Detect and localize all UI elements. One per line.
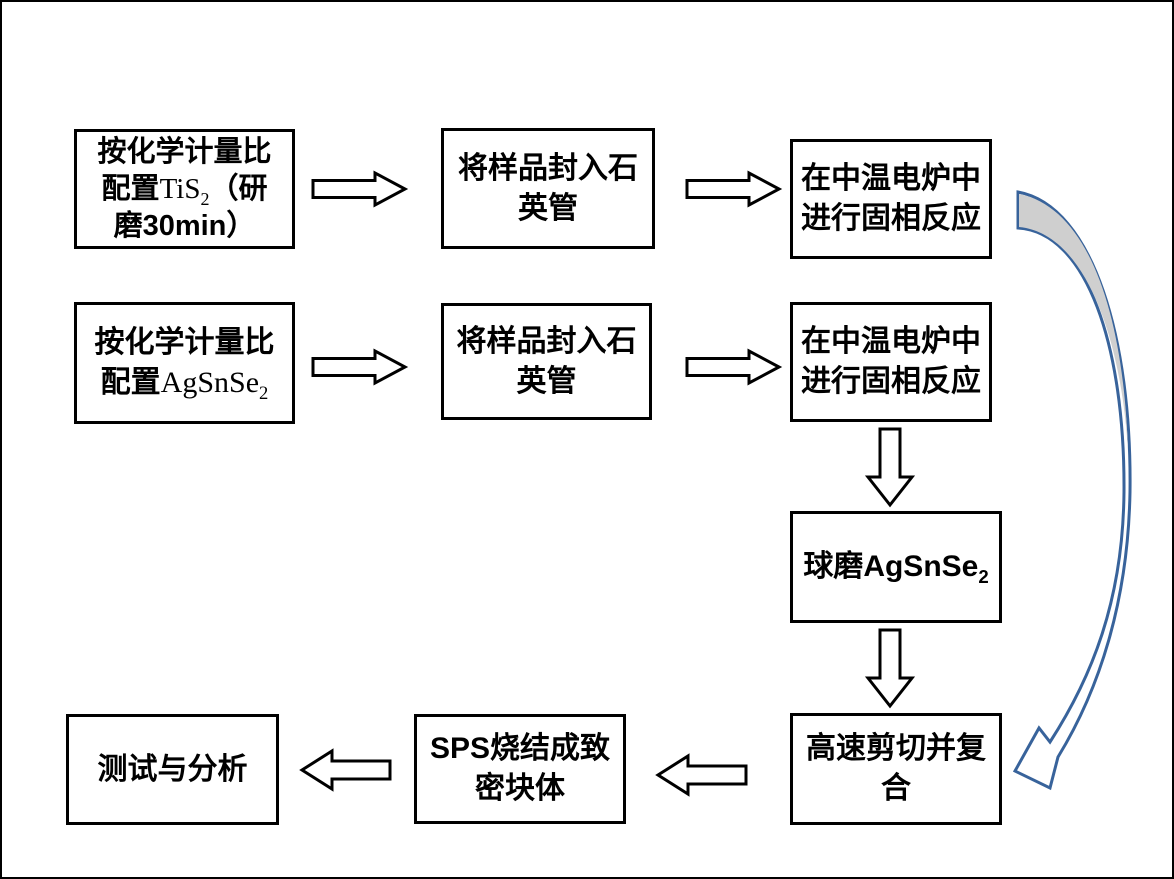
box-text-line: 合 xyxy=(881,772,911,805)
right-arrow-tis2prep-to-seal1 xyxy=(311,170,409,208)
down-arrow-ballmill-to-shear xyxy=(864,628,916,709)
flow-box-test-analysis: 测试与分析 xyxy=(66,714,279,825)
flow-box-furnace-1: 在中温电炉中 进行固相反应 xyxy=(790,139,992,259)
box-text-line: 测试与分析 xyxy=(97,752,248,786)
flow-box-agsnse2-prep: 按化学计量比 配置AgSnSe2 xyxy=(74,302,295,424)
box-text-line: SPS烧结成致 xyxy=(429,732,611,765)
box-text-line: 将样品封入石 xyxy=(458,151,638,185)
flow-box-seal-quartz-2: 将样品封入石 英管 xyxy=(441,303,652,420)
box-text-line: 按化学计量比 xyxy=(97,135,272,168)
box-text-line: 密块体 xyxy=(475,772,565,805)
flow-box-ball-mill: 球磨AgSnSe2 xyxy=(790,511,1002,623)
box-text-line: 配置TiS2（研 xyxy=(101,172,268,209)
flow-box-seal-quartz-1: 将样品封入石 英管 xyxy=(441,128,655,249)
box-text-line: 在中温电炉中 xyxy=(801,162,981,195)
box-text-line: 英管 xyxy=(516,364,577,398)
box-text-line: 磨30min） xyxy=(113,209,256,242)
left-arrow-sps-to-test xyxy=(299,748,392,792)
right-arrow-seal2-to-furnace2 xyxy=(685,348,783,386)
box-text-line: 将样品封入石 xyxy=(456,324,637,358)
flow-box-furnace-2: 在中温电炉中 进行固相反应 xyxy=(790,302,992,422)
box-text-line: 配置AgSnSe2 xyxy=(100,366,269,404)
box-text-line: 进行固相反应 xyxy=(801,202,981,235)
box-text-line: 球磨AgSnSe2 xyxy=(803,550,989,587)
flow-box-shear-composite: 高速剪切并复 合 xyxy=(790,713,1002,825)
down-arrow-furnace2-to-ballmill xyxy=(864,427,916,508)
box-text-line: 按化学计量比 xyxy=(94,326,275,359)
right-arrow-seal1-to-furnace1 xyxy=(685,170,783,208)
flow-box-tis2-prep: 按化学计量比 配置TiS2（研 磨30min） xyxy=(74,129,295,249)
curved-arrow-furnace1-to-shear xyxy=(1012,190,1132,791)
box-text-line: 高速剪切并复 xyxy=(806,732,986,765)
box-text-line: 进行固相反应 xyxy=(801,365,981,398)
box-text-line: 英管 xyxy=(518,191,578,225)
box-text-line: 在中温电炉中 xyxy=(801,325,981,358)
right-arrow-agsnse2prep-to-seal2 xyxy=(311,348,409,386)
left-arrow-shear-to-sps xyxy=(655,753,748,797)
flow-box-sps-sinter: SPS烧结成致 密块体 xyxy=(414,714,626,824)
